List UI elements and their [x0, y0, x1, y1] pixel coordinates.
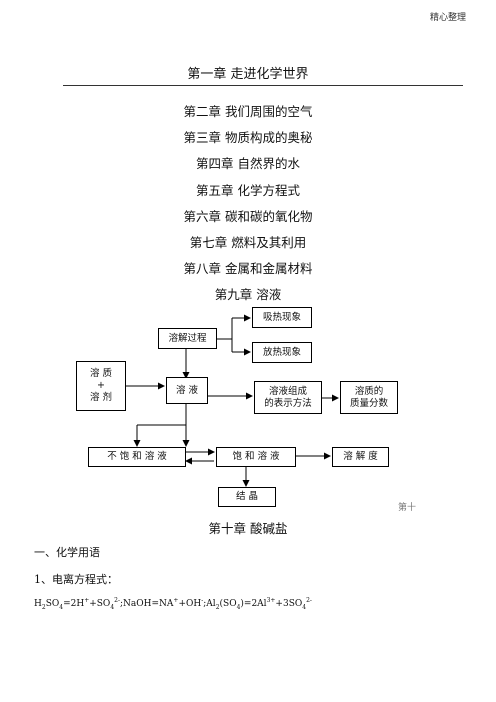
toc-item: 第二章 我们周围的空气 [183, 104, 313, 119]
mass-fraction-line2: 质量分数 [349, 397, 388, 409]
toc-item: 第六章 碳和碳的氧化物 [183, 209, 313, 224]
section-heading: 一、化学用语 [34, 546, 100, 559]
toc-item: 第五章 化学方程式 [196, 183, 300, 198]
solvent-label: 溶 剂 [89, 391, 113, 403]
page-mark: 第十 [398, 503, 417, 513]
toc-item: 第七章 燃料及其利用 [189, 235, 307, 250]
solute-solvent-box: 溶 质 + 溶 剂 [76, 361, 126, 411]
composition-line1: 溶液组成 [268, 385, 307, 397]
chapter10-title: 第十章 酸碱盐 [208, 521, 288, 536]
composition-box: 溶液组成 的表示方法 [254, 381, 322, 414]
solution-box: 溶 液 [166, 377, 208, 404]
solute-label: 溶 质 [89, 368, 113, 380]
unsaturated-solution-box: 不 饱 和 溶 液 [88, 447, 186, 467]
composition-line2: 的表示方法 [264, 397, 312, 409]
mass-fraction-line1: 溶质的 [354, 385, 384, 397]
heat-release-box: 放热现象 [252, 342, 312, 363]
solubility-box: 溶 解 度 [332, 447, 389, 467]
chapter1-title: 第一章 走进化学世界 [187, 67, 309, 82]
mass-fraction-box: 溶质的 质量分数 [340, 381, 398, 414]
ionization-equations: H2SO4=2H++SO42-;NaOH=NA++OH-;Al2(SO4)=2A… [34, 597, 312, 611]
saturated-solution-box: 饱 和 溶 液 [216, 447, 296, 467]
toc-item: 第八章 金属和金属材料 [183, 261, 313, 276]
header-note: 精心整理 [429, 13, 466, 23]
toc-item: 第四章 自然界的水 [196, 156, 300, 171]
crystallization-box: 结 晶 [218, 487, 276, 507]
toc-item: 第三章 物质构成的奥秘 [183, 130, 313, 145]
heat-absorb-box: 吸热现象 [252, 307, 312, 328]
item-heading: 1、电离方程式： [34, 573, 118, 586]
dissolve-process-box: 溶解过程 [158, 328, 217, 349]
toc-item: 第九章 溶液 [214, 287, 282, 302]
plus-label: + [97, 380, 105, 392]
title-divider [63, 85, 463, 86]
